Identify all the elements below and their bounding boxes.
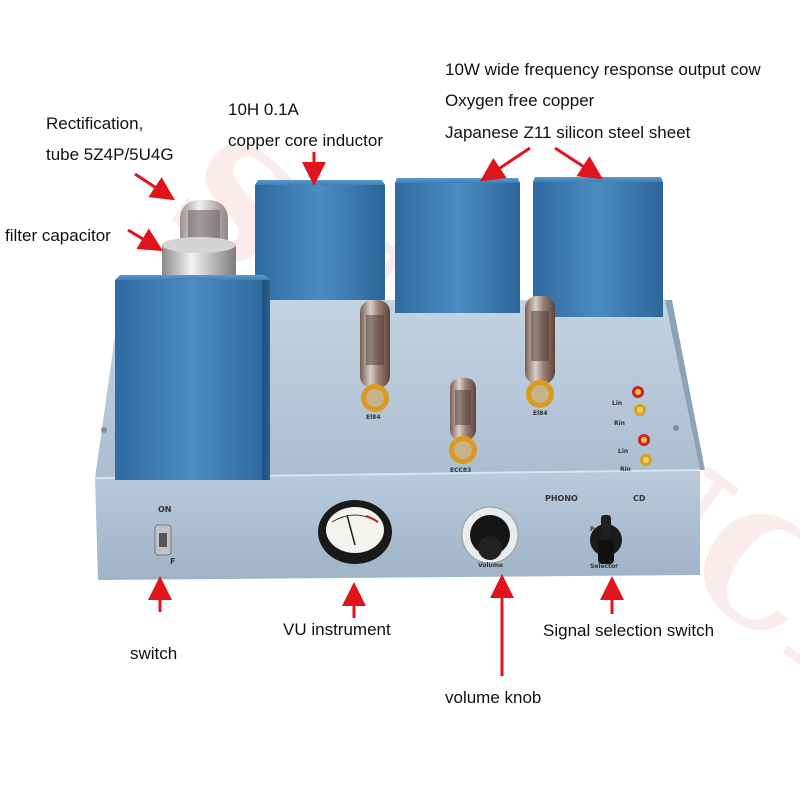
label-switch: switch	[130, 644, 178, 663]
panel-volume: Volume	[478, 562, 504, 569]
rectification-line1: Rectification,	[46, 114, 144, 133]
transformer-line1: 10W wide frequency response output cow	[445, 60, 761, 79]
power-transformer	[115, 275, 270, 480]
rca-inputs	[632, 386, 652, 466]
panel-cd: CD	[633, 494, 646, 503]
panel-ph: P	[590, 526, 595, 533]
tube-el84-right	[525, 296, 555, 408]
input-lin-1: Lin	[612, 400, 623, 407]
inductor	[255, 180, 385, 300]
label-rectification: Rectification, tube 5Z4P/5U4G	[46, 108, 174, 171]
label-volume: volume knob	[445, 688, 542, 707]
inductor-line1: 10H 0.1A	[228, 100, 299, 119]
vu-meter	[318, 500, 392, 564]
transformer-line2: Oxygen free copper	[445, 91, 595, 111]
tube-el84-left	[360, 300, 390, 412]
transformer-line3: Japanese Z11 silicon steel sheet	[445, 122, 691, 142]
label-output-transformer: 10W wide frequency response output cow O…	[445, 54, 761, 148]
tube-label-right: El84	[533, 410, 548, 417]
label-filter-capacitor: filter capacitor	[5, 226, 111, 245]
rectification-line2: tube 5Z4P/5U4G	[46, 145, 174, 165]
chassis-front	[95, 470, 700, 580]
panel-selector: Selector	[590, 563, 619, 570]
output-transformer-left	[395, 178, 520, 313]
output-transformer-right	[533, 177, 663, 317]
inductor-line2: copper core inductor	[228, 131, 383, 151]
volume-knob[interactable]	[461, 506, 519, 564]
panel-off: F	[170, 557, 176, 566]
tube-label-center: ECC83	[450, 467, 472, 474]
label-inductor: 10H 0.1A copper core inductor	[228, 94, 383, 157]
label-selector: Signal selection switch	[543, 621, 715, 640]
input-rin-1: Rin	[614, 420, 625, 427]
input-rin-2: Rin	[620, 466, 631, 473]
power-toggle-switch[interactable]	[154, 524, 172, 556]
tube-label-left: El84	[366, 414, 381, 421]
panel-on: ON	[158, 505, 172, 514]
label-vu: VU instrument	[283, 620, 391, 639]
input-lin-2: Lin	[618, 448, 629, 455]
tube-ecc83	[449, 378, 477, 464]
panel-phono: PHONO	[545, 494, 578, 503]
annotation-arrows	[127, 146, 624, 676]
selector-knob[interactable]	[590, 515, 622, 564]
